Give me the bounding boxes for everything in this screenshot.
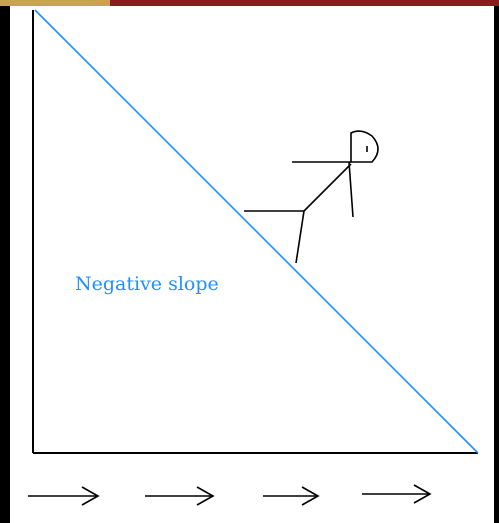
top-strip xyxy=(0,0,499,6)
figure-arm-right xyxy=(348,161,354,218)
arrow-1 xyxy=(28,486,100,506)
figure-body xyxy=(303,163,352,212)
slope-label: Negative slope xyxy=(75,273,219,295)
stick-figure xyxy=(244,130,379,264)
figure-leg-front xyxy=(295,210,305,264)
top-strip-accent xyxy=(0,0,110,6)
arrow-4 xyxy=(362,484,432,504)
figure-head xyxy=(350,130,379,163)
arrow-2 xyxy=(145,486,215,506)
slope-line xyxy=(34,9,479,454)
arrow-row xyxy=(28,484,432,506)
arrow-3 xyxy=(263,486,320,506)
drawing-panel xyxy=(10,6,494,523)
